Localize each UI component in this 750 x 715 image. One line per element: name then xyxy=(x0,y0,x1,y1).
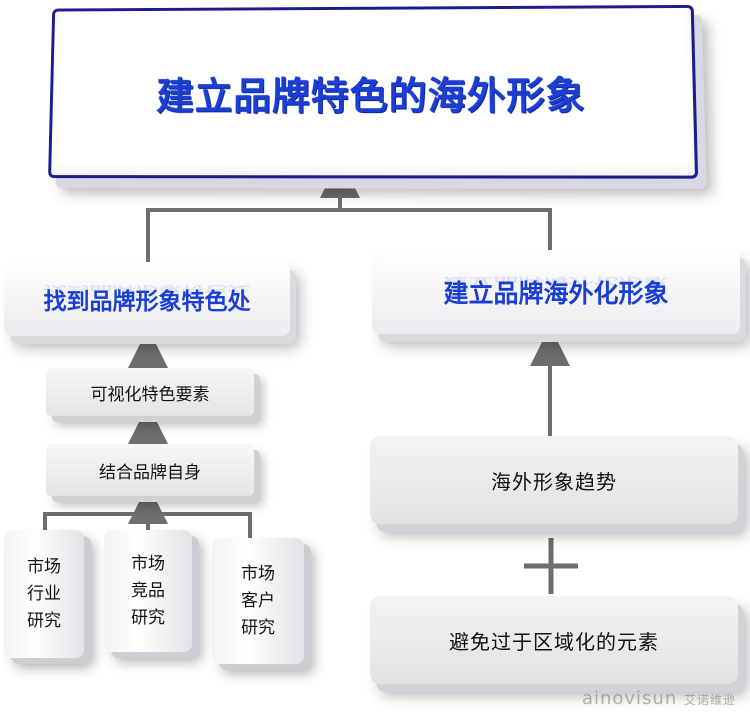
research-competitor-line1: 市场 xyxy=(131,551,165,578)
overseas-trend-label: 海外形象趋势 xyxy=(491,466,617,495)
research-customer-line2: 客户 xyxy=(241,588,275,615)
research-industry-line3: 研究 xyxy=(27,608,61,635)
connector-left-to-title xyxy=(148,210,340,262)
step-visual-elements: 可视化特色要素 xyxy=(46,368,254,416)
watermark-brand: ainovisun xyxy=(582,688,677,709)
step-combine-brand-label: 结合品牌自身 xyxy=(99,458,201,483)
research-competitor-line3: 研究 xyxy=(131,605,165,632)
right-heading-box: 建立品牌海外化形象 建立品牌海外化形象 xyxy=(372,250,740,334)
left-heading-reflection: 找到品牌形象特色处 xyxy=(44,283,251,300)
step-visual-elements-label: 可视化特色要素 xyxy=(91,380,210,405)
right-heading: 建立品牌海外化形象 建立品牌海外化形象 xyxy=(443,274,668,310)
connector-right-to-title xyxy=(340,210,550,250)
research-customer-line1: 市场 xyxy=(241,561,275,588)
research-industry-line2: 行业 xyxy=(27,581,61,608)
watermark: ainovisun 艾诺维逊 xyxy=(582,688,736,709)
left-heading-box: 找到品牌形象特色处 找到品牌形象特色处 xyxy=(4,262,290,336)
left-heading: 找到品牌形象特色处 找到品牌形象特色处 xyxy=(44,282,251,316)
research-industry: 市场 行业 研究 xyxy=(4,530,84,658)
avoid-regional-box: 避免过于区域化的元素 xyxy=(370,596,738,684)
connector-research-left xyxy=(45,514,148,530)
research-competitor-line2: 竞品 xyxy=(131,578,165,605)
title-box: 建立品牌特色的海外形象 xyxy=(48,5,698,179)
watermark-cn: 艾诺维逊 xyxy=(684,693,736,707)
research-competitor: 市场 竞品 研究 xyxy=(104,530,192,652)
step-combine-brand: 结合品牌自身 xyxy=(46,444,254,496)
research-customer: 市场 客户 研究 xyxy=(212,538,304,664)
diagram-title: 建立品牌特色的海外形象 xyxy=(156,64,586,120)
right-heading-reflection: 建立品牌海外化形象 xyxy=(443,274,668,292)
avoid-regional-label: 避免过于区域化的元素 xyxy=(449,626,659,655)
research-industry-line1: 市场 xyxy=(27,554,61,581)
research-customer-line3: 研究 xyxy=(241,615,275,642)
overseas-trend-box: 海外形象趋势 xyxy=(370,436,738,524)
